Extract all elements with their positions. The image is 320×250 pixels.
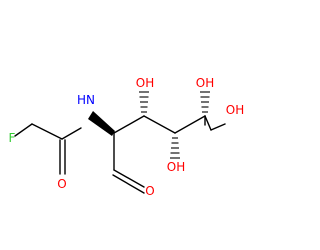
atom-hydroxyl-c4: OH <box>167 160 185 174</box>
structure-drawing: F HN O O OH OH OH OH <box>9 76 245 198</box>
bond-f-ch2 <box>14 123 33 137</box>
atom-hydroxyl-c6: OH <box>226 103 244 117</box>
atom-aldehyde-oxygen: O <box>145 184 154 198</box>
atom-hydroxyl-c5: OH <box>196 76 214 90</box>
bond-c3-oh-hash <box>139 91 149 113</box>
bond-c4-oh-hash <box>170 137 180 159</box>
bond-c3-c4 <box>143 115 176 134</box>
bond-c1-o-1 <box>113 169 145 188</box>
bond-c5-oh-hash <box>200 91 210 113</box>
bond-c5-c6b <box>204 115 212 131</box>
bond-c6-oh <box>210 123 226 131</box>
atom-label-layer: F HN O O OH OH OH OH <box>9 76 245 198</box>
bond-carbonyl-n <box>61 127 82 140</box>
atom-nitrogen-h: HN <box>77 93 95 107</box>
bond-layer <box>14 91 226 194</box>
bond-c1-o-2 <box>112 174 145 194</box>
atom-hydroxyl-c3: OH <box>136 76 154 90</box>
bond-c4-c5 <box>174 115 206 134</box>
bond-ch2-carbonyl <box>31 123 63 140</box>
bond-c2-c3 <box>113 115 145 134</box>
bond-n-c2-wedge <box>88 111 115 136</box>
atom-fluorine: F <box>9 131 16 145</box>
atom-amide-oxygen: O <box>57 177 66 191</box>
